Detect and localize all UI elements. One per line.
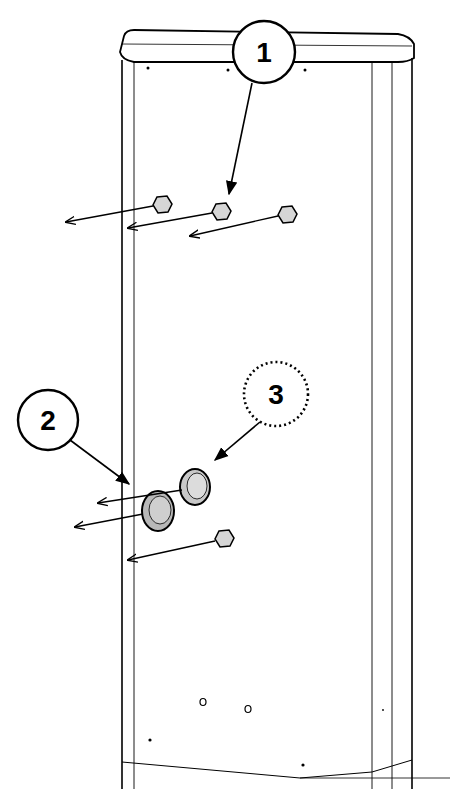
bottom-holes bbox=[200, 699, 251, 713]
callout-number: 2 bbox=[40, 407, 56, 435]
round-caps bbox=[142, 469, 210, 531]
callout-number: 3 bbox=[268, 381, 284, 409]
screw-holes bbox=[147, 67, 384, 767]
callout-number: 1 bbox=[256, 39, 272, 67]
cabinet-outline bbox=[120, 30, 450, 789]
callout-circles bbox=[18, 21, 308, 450]
leader-lines bbox=[70, 83, 260, 484]
